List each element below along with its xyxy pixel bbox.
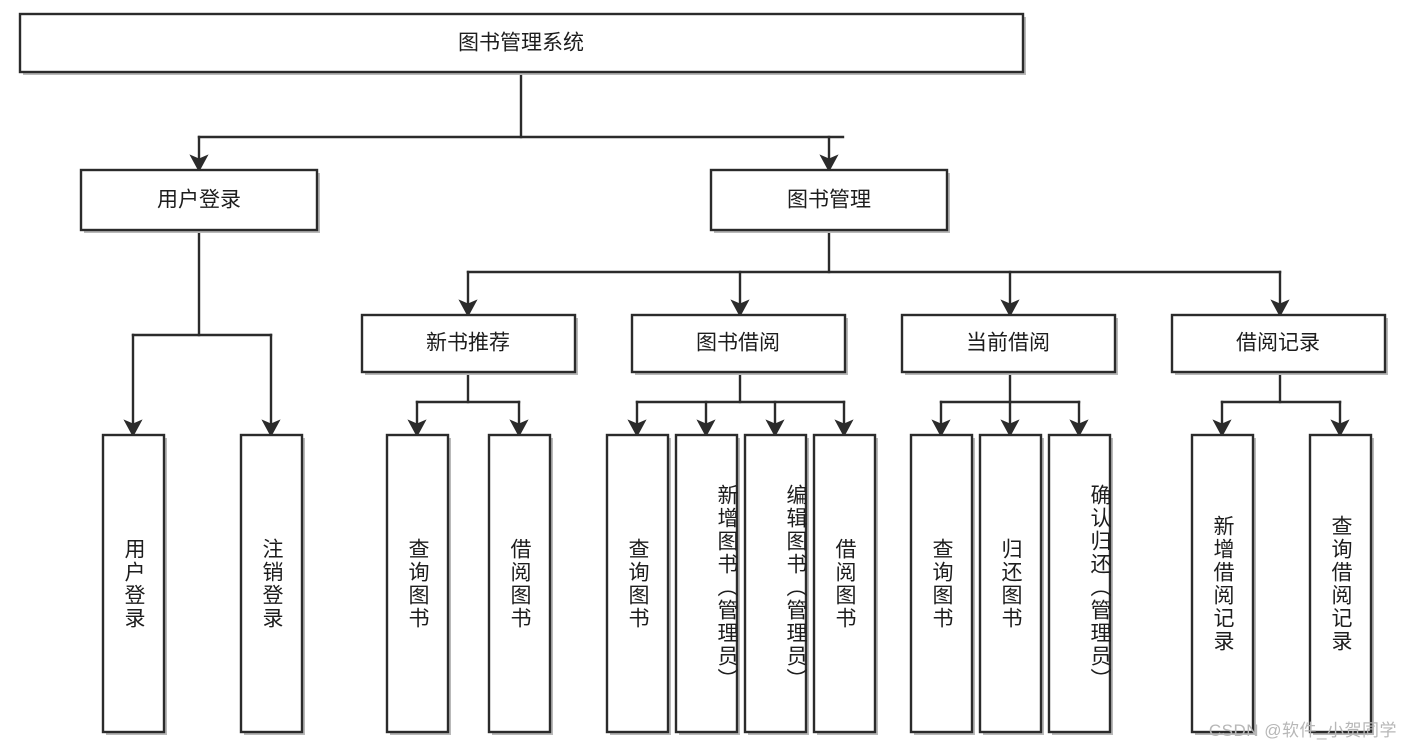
node-leaf-add-borrow-record[interactable]: [1190, 433, 1256, 735]
edge-bookmgmt-to-level3: [458, 231, 1290, 318]
csdn-watermark: CSDN @软件_小贺同学: [1208, 721, 1397, 740]
leaf-rect[interactable]: [385, 433, 450, 734]
node-book-management-label: 图书管理: [787, 189, 871, 212]
node-leaf-borrow-book-2[interactable]: [812, 433, 878, 735]
leaf-rect[interactable]: [812, 433, 877, 734]
node-user-login-label: 用户登录: [157, 189, 241, 212]
leaf-rect[interactable]: [605, 433, 670, 734]
node-borrow-record-label: 借阅记录: [1236, 332, 1320, 355]
node-borrow-record-rect[interactable]: [1170, 313, 1387, 374]
node-leaf-query-book-3[interactable]: [909, 433, 975, 735]
leaf-rect[interactable]: [1190, 433, 1255, 734]
node-book-borrow-label: 图书借阅: [696, 332, 780, 355]
node-book-management-rect[interactable]: [709, 168, 949, 232]
node-book-borrow-rect[interactable]: [630, 313, 847, 374]
node-leaf-add-book-admin[interactable]: [674, 433, 740, 735]
node-leaf-query-book-1[interactable]: [385, 433, 451, 735]
node-current-borrow-rect[interactable]: [900, 313, 1117, 374]
node-leaf-return-book[interactable]: [978, 433, 1044, 735]
edge-borrow-to-leaves: [627, 373, 854, 438]
edge-userlogin-to-leaves: [123, 231, 281, 438]
leaf-rect[interactable]: [239, 433, 304, 734]
node-new-book-recommend[interactable]: 新书推荐: [360, 313, 578, 375]
node-root[interactable]: 图书管理系统: [18, 12, 1026, 75]
leaf-rect[interactable]: [101, 433, 166, 734]
edge-root-to-level2: [189, 71, 845, 173]
node-leaf-user-login[interactable]: [101, 433, 167, 735]
leaf-rect[interactable]: [1308, 433, 1373, 734]
node-leaf-query-borrow-record[interactable]: [1308, 433, 1374, 735]
node-leaf-confirm-return-admin[interactable]: [1047, 433, 1113, 735]
leaf-rect[interactable]: [978, 433, 1043, 734]
node-new-book-recommend-label: 新书推荐: [426, 332, 510, 355]
node-current-borrow[interactable]: 当前借阅: [900, 313, 1118, 375]
edge-current-to-leaves: [931, 373, 1089, 438]
leaf-rect[interactable]: [743, 433, 808, 734]
node-root-rect[interactable]: [18, 12, 1025, 74]
leaf-rect[interactable]: [1047, 433, 1112, 734]
node-leaf-edit-book-admin[interactable]: [743, 433, 809, 735]
node-root-label: 图书管理系统: [458, 32, 584, 55]
edge-newbook-to-leaves: [407, 373, 529, 438]
node-book-borrow[interactable]: 图书借阅: [630, 313, 848, 375]
node-leaf-borrow-book-1[interactable]: [487, 433, 553, 735]
leaf-rect[interactable]: [487, 433, 552, 734]
node-user-login[interactable]: 用户登录: [79, 168, 320, 233]
node-borrow-record[interactable]: 借阅记录: [1170, 313, 1388, 375]
node-current-borrow-label: 当前借阅: [966, 332, 1050, 355]
leaf-rect[interactable]: [674, 433, 739, 734]
leaf-rect[interactable]: [909, 433, 974, 734]
node-leaf-logout[interactable]: [239, 433, 305, 735]
edge-record-to-leaves: [1212, 373, 1350, 438]
node-user-login-rect[interactable]: [79, 168, 319, 232]
node-book-management[interactable]: 图书管理: [709, 168, 950, 233]
node-leaf-query-book-2[interactable]: [605, 433, 671, 735]
node-new-book-recommend-rect[interactable]: [360, 313, 577, 374]
